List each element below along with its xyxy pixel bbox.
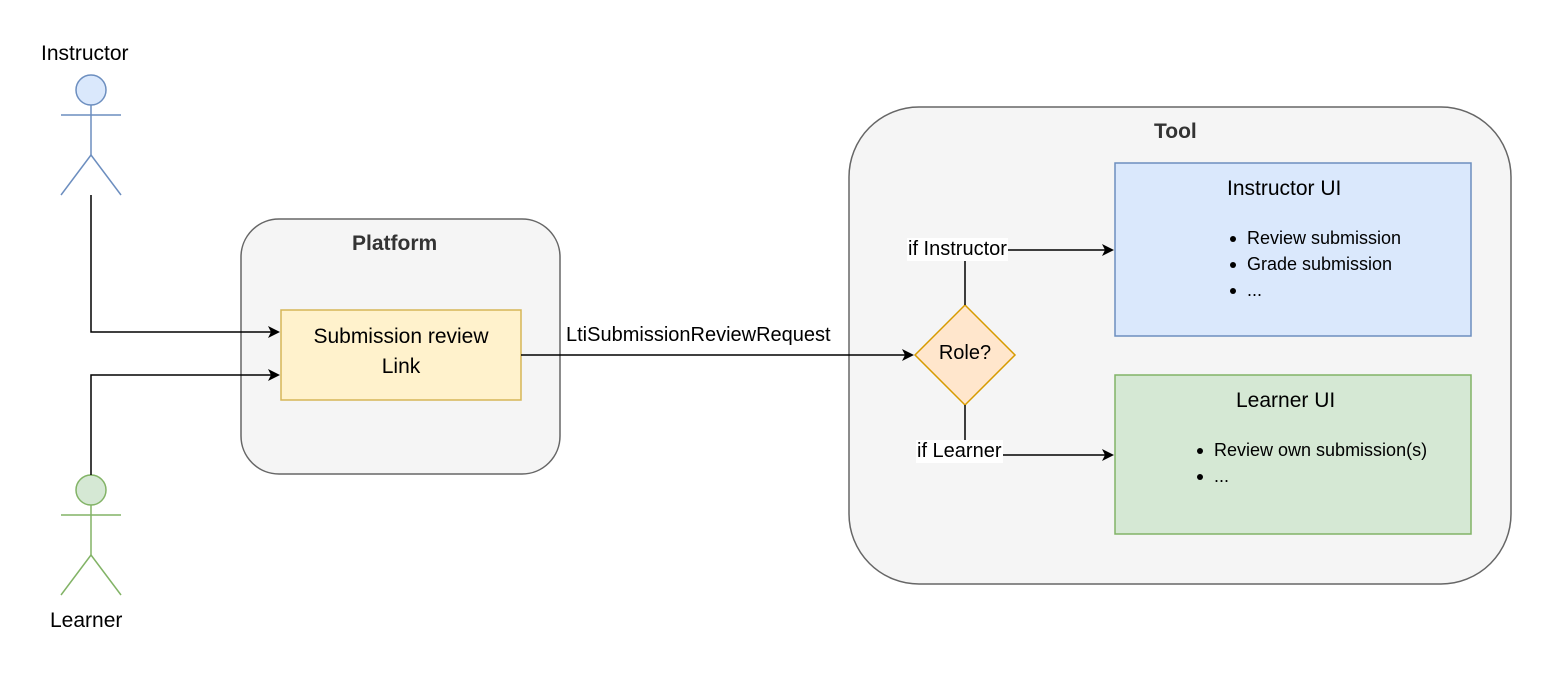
submission-review-link-label: Submission review Link xyxy=(281,322,521,382)
link-label-line2: Link xyxy=(381,355,421,378)
instructor-ui-box xyxy=(1114,162,1472,337)
instructor-to-link-edge xyxy=(90,195,280,338)
role-decision-label: Role? xyxy=(938,342,992,364)
request-edge-label: LtiSubmissionReviewRequest xyxy=(565,324,832,347)
learner-actor-label: Learner xyxy=(50,609,123,632)
instructor-actor-label: Instructor xyxy=(41,42,129,65)
list-item: Review submission xyxy=(1228,225,1401,251)
if-instructor-label: if Instructor xyxy=(907,238,1008,261)
list-item: Review own submission(s) xyxy=(1195,437,1427,463)
instructor-ui-list: Review submission Grade submission ... xyxy=(1228,225,1401,303)
learner-to-link-edge xyxy=(90,369,280,475)
learner-ui-box xyxy=(1114,374,1472,535)
instructor-actor-icon xyxy=(60,74,122,196)
learner-actor-icon xyxy=(60,474,122,596)
learner-ui-title: Learner UI xyxy=(1236,389,1336,412)
tool-title: Tool xyxy=(1154,120,1197,143)
if-learner-label: if Learner xyxy=(916,440,1003,463)
list-item: Grade submission xyxy=(1228,251,1401,277)
platform-title: Platform xyxy=(352,232,438,255)
list-item: ... xyxy=(1228,277,1401,303)
learner-ui-list: Review own submission(s) ... xyxy=(1195,437,1427,489)
instructor-ui-title: Instructor UI xyxy=(1227,177,1342,200)
list-item: ... xyxy=(1195,463,1427,489)
link-label-line1: Submission review xyxy=(313,325,489,348)
